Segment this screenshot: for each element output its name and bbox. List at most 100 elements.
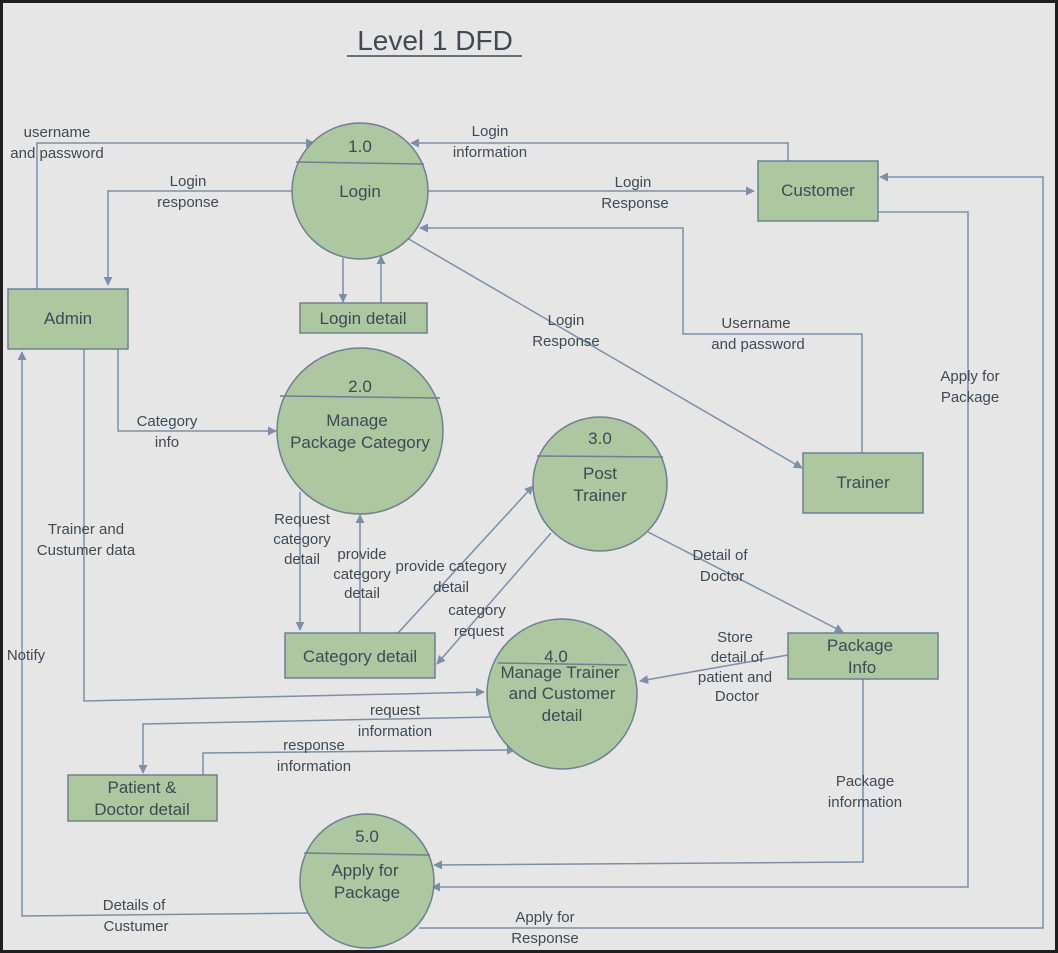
process-name-line-2: Package [334, 883, 400, 902]
entity-label-line-1: Package [827, 636, 893, 655]
process-apply-for-package: 5.0 Apply for Package [299, 813, 435, 949]
process-number: 3.0 [588, 429, 612, 448]
label-response-information-1: response [283, 737, 345, 754]
label-provide-category-detail-b-2: detail [433, 579, 469, 596]
label-login-information-2: information [453, 144, 527, 161]
label-username-password-trainer-1: Username [721, 315, 790, 332]
process-number: 2.0 [348, 377, 372, 396]
label-request-category-detail-1: Request [274, 511, 331, 528]
store-category-detail: Category detail [284, 632, 436, 679]
label-apply-for-package-2: Package [941, 389, 999, 406]
label-provide-category-detail-a-1: provide [337, 546, 386, 563]
label-apply-for-response-1: Apply for [515, 909, 574, 926]
label-login-response-admin-2: response [157, 194, 219, 211]
flow-customer-to-login [410, 138, 789, 162]
flow-trainer-to-login [419, 223, 863, 453]
process-number: 1.0 [348, 137, 372, 156]
flow-login-to-admin [103, 190, 293, 286]
entity-label: Customer [781, 181, 855, 200]
label-login-information-1: Login [472, 123, 509, 140]
label-store-detail-4: Doctor [715, 688, 759, 705]
flow-manage-to-patient [138, 716, 491, 774]
process-name-line-2: Package Category [290, 433, 430, 452]
entity-admin: Admin [7, 288, 129, 350]
flow-labels: username and password Login information … [7, 123, 1000, 947]
label-response-information-2: information [277, 758, 351, 775]
label-login-response-customer-1: Login [615, 174, 652, 191]
label-trainer-customer-data-2: Custumer data [37, 542, 136, 559]
flow-admin-to-manage [83, 349, 485, 702]
process-number: 5.0 [355, 827, 379, 846]
label-details-of-customer-1: Details of [103, 897, 166, 914]
process-manage-trainer-customer: 4.0 Manage Trainer and Customer detail [486, 618, 638, 770]
label-detail-of-doctor-1: Detail of [692, 547, 748, 564]
process-name: Login [339, 182, 381, 201]
flow-apply-to-customer [419, 172, 1044, 929]
flow-admin-to-login [36, 138, 315, 290]
store-label: Category detail [303, 647, 417, 666]
process-name-line-1: Post [583, 464, 617, 483]
flow-package-to-apply [433, 679, 864, 870]
label-login-response-trainer-2: Response [532, 333, 600, 350]
data-flows [17, 138, 1044, 929]
flow-customer-to-apply [431, 211, 969, 892]
label-provide-category-detail-a-2: category [333, 566, 391, 583]
process-name-line-1: Manage [326, 411, 387, 430]
flow-package-to-manage [639, 654, 789, 685]
label-package-information-2: information [828, 794, 902, 811]
entity-label: Trainer [836, 473, 890, 492]
store-patient-doctor-detail: Patient & Doctor detail [67, 774, 218, 822]
label-login-response-customer-2: Response [601, 195, 669, 212]
label-login-response-admin-1: Login [170, 173, 207, 190]
store-label-line-1: Patient & [108, 778, 178, 797]
process-name-line-2: and Customer [509, 684, 616, 703]
label-category-request-1: category [448, 602, 506, 619]
flow-post-trainer-to-package [647, 531, 844, 633]
label-category-info-1: Category [137, 413, 198, 430]
flow-admin-to-category [117, 349, 277, 436]
label-store-detail-2: detail of [711, 649, 764, 666]
process-name-line-3: detail [542, 706, 583, 725]
flow-login-to-trainer [406, 237, 803, 469]
label-username-password-1: username [24, 124, 91, 141]
store-label: Login detail [320, 309, 407, 328]
label-request-category-detail-2: category [273, 531, 331, 548]
flow-store-to-post-trainer [397, 485, 534, 634]
label-apply-for-response-2: Response [511, 930, 579, 947]
flow-post-trainer-to-store [436, 532, 552, 665]
process-name-line-2: Trainer [573, 486, 627, 505]
entity-label-line-2: Info [848, 658, 876, 677]
label-provide-category-detail-b-1: provide category [396, 558, 507, 575]
label-detail-of-doctor-2: Doctor [700, 568, 744, 585]
process-login: 1.0 Login [291, 122, 429, 260]
label-store-detail-3: patient and [698, 669, 772, 686]
flow-apply-to-admin [17, 351, 311, 917]
label-store-detail-1: Store [717, 629, 753, 646]
process-number: 4.0 [544, 647, 568, 666]
entity-trainer: Trainer [802, 452, 924, 514]
store-login-detail: Login detail [299, 302, 428, 334]
label-category-info-2: info [155, 434, 179, 451]
process-post-trainer: 3.0 Post Trainer [532, 416, 668, 552]
label-request-information-2: information [358, 723, 432, 740]
process-manage-package-category: 2.0 Manage Package Category [276, 347, 444, 515]
entity-customer: Customer [757, 160, 879, 222]
label-apply-for-package-1: Apply for [940, 368, 999, 385]
label-provide-category-detail-a-3: detail [344, 585, 380, 602]
flow-patient-to-manage [202, 745, 516, 775]
entity-label: Admin [44, 309, 92, 328]
diagram-title: Level 1 DFD [357, 25, 513, 56]
label-notify: Notify [7, 647, 46, 664]
label-request-category-detail-3: detail [284, 551, 320, 568]
label-trainer-customer-data-1: Trainer and [48, 521, 124, 538]
label-username-password-trainer-2: and password [711, 336, 804, 353]
process-name-line-1: Apply for [331, 861, 398, 880]
label-details-of-customer-2: Custumer [103, 918, 168, 935]
store-label-line-2: Doctor detail [94, 800, 189, 819]
label-login-response-trainer-1: Login [548, 312, 585, 329]
process-name-line-1: Manage Trainer [500, 663, 619, 682]
label-request-information-1: request [370, 702, 421, 719]
label-package-information-1: Package [836, 773, 894, 790]
